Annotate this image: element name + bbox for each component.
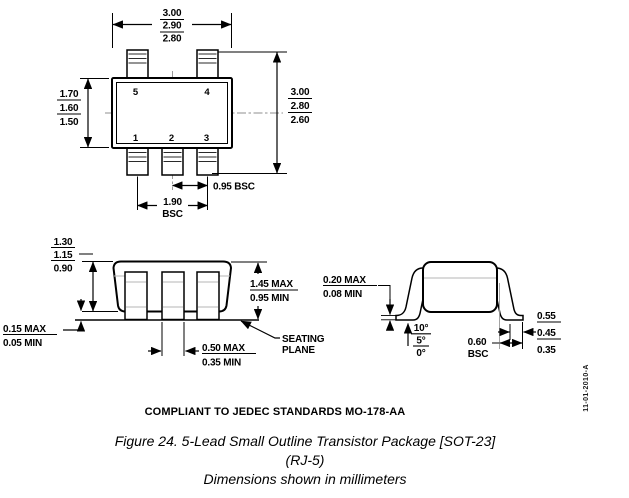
dim-text: 1.30 xyxy=(54,237,73,248)
top-view: 5 4 1 2 3 3.00 2.90 2.80 1.70 1.60 1.50 xyxy=(57,8,312,220)
dim-text: 2.80 xyxy=(163,34,182,45)
top-view-pins-upper xyxy=(126,49,219,79)
pin-label-2: 2 xyxy=(169,133,174,144)
pin-label-4: 4 xyxy=(204,87,210,98)
dim-text: 0.95 BSC xyxy=(213,182,255,193)
dim-lead-width: 0.50 MAX 0.35 MIN xyxy=(148,322,256,369)
front-view-leads xyxy=(124,271,220,321)
dim-text: BSC xyxy=(162,209,183,220)
dim-text: 10° xyxy=(414,323,429,334)
top-view-body xyxy=(111,77,233,149)
dim-text: 0.60 xyxy=(468,337,487,348)
dim-text: 0.15 MAX xyxy=(3,324,46,335)
dim-overall-height: 1.45 MAX 0.95 MIN xyxy=(231,261,298,320)
dim-overall-span: 3.00 2.80 2.60 xyxy=(212,51,312,174)
dim-text: 0.95 MIN xyxy=(250,293,289,304)
dim-foot-angle: 10° 5° 0° xyxy=(403,322,431,359)
front-view: 1.30 1.15 0.90 0.15 MAX 0.05 MIN 1.45 MA… xyxy=(3,237,325,369)
dim-text: 0.55 xyxy=(537,311,556,322)
figure-caption: Figure 24. 5-Lead Small Outline Transist… xyxy=(115,433,497,449)
dim-text: 0.20 MAX xyxy=(323,275,366,286)
dim-text: BSC xyxy=(468,349,489,360)
side-view-body xyxy=(422,261,498,313)
dim-text: 1.50 xyxy=(60,117,79,128)
side-view: 0.20 MAX 0.08 MIN 10° 5° 0° 0.60 BSC xyxy=(323,261,561,360)
dim-text: 1.90 xyxy=(163,197,182,208)
dim-text: 1.70 xyxy=(60,89,79,100)
dim-text: 1.60 xyxy=(60,103,79,114)
dim-text: 2.90 xyxy=(163,21,182,32)
dim-body-thickness: 1.30 1.15 0.90 xyxy=(51,237,118,312)
dim-text: 0.35 xyxy=(537,345,556,356)
dim-text: 1.15 xyxy=(54,250,73,261)
compliance-note: COMPLIANT TO JEDEC STANDARDS MO-178-AA xyxy=(145,406,406,418)
dim-body-height: 1.70 1.60 1.50 xyxy=(57,78,109,148)
dim-text: 0° xyxy=(416,348,425,359)
dim-text: 0.05 MIN xyxy=(3,338,42,349)
dim-foot-length: 0.55 0.45 0.35 xyxy=(498,311,561,356)
pin-label-1: 1 xyxy=(133,133,139,144)
side-view-lead-left xyxy=(395,267,428,321)
dim-text: 3.00 xyxy=(291,87,310,98)
dim-text: 5° xyxy=(416,336,425,347)
doc-number: 11-01-2010-A xyxy=(583,364,590,412)
dim-text: 0.90 xyxy=(54,264,73,275)
dim-text: 0.35 MIN xyxy=(202,358,241,369)
pin-label-5: 5 xyxy=(133,87,139,98)
dim-text: 1.45 MAX xyxy=(250,279,293,290)
pin-hatch-lines xyxy=(128,152,217,162)
dim-outer-lead-span: 1.90 BSC xyxy=(136,197,209,220)
dim-text: 0.50 MAX xyxy=(202,343,245,354)
side-view-lead-right xyxy=(492,267,524,321)
top-view-pins-lower xyxy=(126,147,219,176)
pin-hatch-lines xyxy=(128,53,217,64)
dim-text: 0.08 MIN xyxy=(323,289,362,300)
seating-plane-label: SEATING PLANE xyxy=(240,320,325,356)
pin-label-3: 3 xyxy=(204,133,209,144)
package-code: (RJ-5) xyxy=(286,452,325,468)
dim-text: 2.60 xyxy=(291,115,310,126)
dim-text: 3.00 xyxy=(163,8,182,19)
dim-text: 0.45 xyxy=(537,328,556,339)
dim-text: 2.80 xyxy=(291,101,310,112)
dim-lead-thickness: 0.20 MAX 0.08 MIN xyxy=(323,275,396,331)
dim-text: PLANE xyxy=(282,345,315,356)
dim-foot-projection: 0.60 BSC xyxy=(468,337,523,360)
units-note: Dimensions shown in millimeters xyxy=(203,471,406,487)
dim-body-width: 3.00 2.90 2.80 xyxy=(112,8,232,48)
footer: COMPLIANT TO JEDEC STANDARDS MO-178-AA F… xyxy=(115,406,497,487)
dim-text: SEATING xyxy=(282,334,325,345)
dim-standoff: 0.15 MAX 0.05 MIN xyxy=(3,299,86,349)
